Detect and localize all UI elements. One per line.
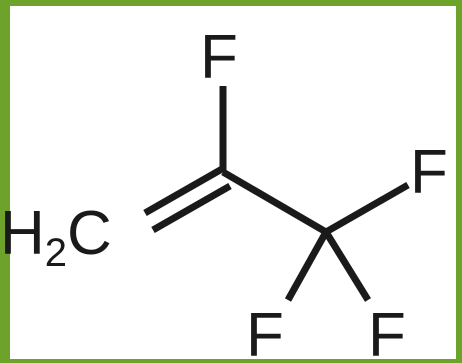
- frame-border-right: [456, 0, 462, 363]
- frame-border-top: [0, 0, 462, 6]
- atom-label-f-right: F: [410, 138, 448, 207]
- atom-label-f-bottom-right: F: [368, 301, 406, 363]
- bond-c3-f-bottom-left: [284, 230, 330, 302]
- bond-c3-f-right: [324, 181, 410, 236]
- frame-border-left: [0, 0, 10, 363]
- atom-label-f-bottom-left: F: [246, 301, 284, 363]
- bond-c2-c3: [221, 168, 328, 236]
- atom-label-h2c: H2C: [0, 199, 112, 275]
- double-bond-line-1: [143, 165, 224, 217]
- frame-border-bottom: [0, 359, 462, 363]
- bond-c3-f-bottom-right: [323, 230, 371, 302]
- atom-label-f-top: F: [200, 23, 238, 92]
- double-bond-line-2: [151, 182, 232, 234]
